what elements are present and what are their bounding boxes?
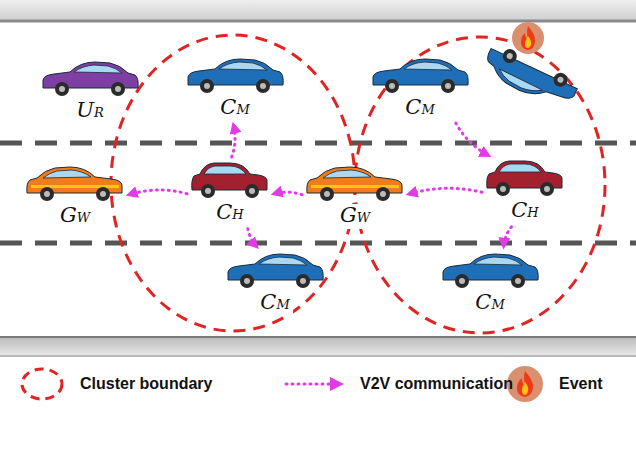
vehicle-label-row: CM bbox=[185, 96, 285, 121]
vehicle-node: UR bbox=[40, 58, 140, 124]
vehicle-node: CH bbox=[190, 160, 270, 226]
lane-line bbox=[0, 241, 636, 246]
car-body bbox=[487, 161, 562, 196]
vehicle-node: CM bbox=[185, 55, 285, 121]
legend-text: V2V communication bbox=[360, 375, 513, 393]
legend-text: Cluster boundary bbox=[80, 375, 212, 393]
vehicle-node: CH bbox=[485, 158, 565, 224]
car-body bbox=[43, 62, 138, 96]
car-icon bbox=[190, 160, 270, 200]
car-icon bbox=[485, 158, 565, 198]
legend-item: Cluster boundary bbox=[18, 362, 212, 406]
road-surface bbox=[0, 23, 636, 336]
vehicle-label-row: CM bbox=[440, 291, 540, 316]
car-icon bbox=[225, 250, 325, 290]
car-body bbox=[192, 163, 267, 198]
event-fire-icon bbox=[512, 22, 544, 54]
road-edge-line bbox=[0, 355, 636, 357]
vehicle-label-row: CM bbox=[370, 96, 470, 121]
vehicle-label-row: UR bbox=[40, 99, 140, 124]
vehicle-label-row: GW bbox=[25, 204, 125, 229]
vehicle-node: CM bbox=[225, 250, 325, 316]
car-icon bbox=[40, 58, 140, 98]
legend-item: Event bbox=[505, 362, 603, 406]
v2v-arrow bbox=[248, 229, 257, 248]
vehicle-label: CH bbox=[213, 201, 246, 226]
vehicle-node: GW bbox=[25, 163, 125, 229]
vehicle-label-row: CH bbox=[190, 201, 270, 226]
v2v-arrow bbox=[232, 124, 235, 157]
vehicle-label: UR bbox=[73, 99, 107, 124]
vehicle-label: GW bbox=[57, 204, 93, 229]
lane-line bbox=[0, 141, 636, 146]
vehicle-label: CM bbox=[402, 96, 437, 121]
vehicle-label: CM bbox=[472, 291, 507, 316]
car-body bbox=[188, 59, 283, 93]
legend: Cluster boundary V2V communication Event bbox=[0, 362, 636, 422]
vehicle-label: CM bbox=[257, 291, 292, 316]
v2v-arrow bbox=[456, 123, 489, 156]
legend-item: V2V communication bbox=[282, 362, 513, 406]
car-body bbox=[228, 254, 323, 288]
legend-text: Event bbox=[559, 375, 603, 393]
car-icon bbox=[25, 163, 125, 203]
car-icon bbox=[305, 163, 405, 203]
v2v-arrow bbox=[408, 188, 482, 194]
car-icon bbox=[370, 55, 470, 95]
v2v-arrow bbox=[128, 190, 187, 195]
car-body bbox=[443, 254, 538, 288]
car-body bbox=[373, 59, 468, 93]
vehicle-label: CH bbox=[508, 199, 541, 224]
road-edge-line bbox=[0, 20, 636, 23]
road-edge-line bbox=[0, 336, 636, 338]
v2v-swatch bbox=[282, 374, 346, 394]
car-icon bbox=[440, 250, 540, 290]
car-body bbox=[307, 167, 402, 201]
cluster-swatch bbox=[18, 365, 66, 403]
vehicle-node: CM bbox=[440, 250, 540, 316]
v2v-arrow bbox=[504, 227, 512, 247]
road-edge bbox=[0, 0, 636, 20]
car-body bbox=[27, 167, 122, 201]
v2v-arrow bbox=[273, 192, 302, 195]
vehicle-label: CM bbox=[217, 96, 252, 121]
vehicle-label-row: CH bbox=[485, 199, 565, 224]
vehicle-label-row: CM bbox=[225, 291, 325, 316]
vehicle-node: GW bbox=[305, 163, 405, 229]
road-edge bbox=[0, 338, 636, 355]
vehicle-node: CM bbox=[370, 55, 470, 121]
vehicle-label-row: GW bbox=[305, 204, 405, 229]
vehicle-label: GW bbox=[337, 204, 373, 229]
car-icon bbox=[185, 55, 285, 95]
